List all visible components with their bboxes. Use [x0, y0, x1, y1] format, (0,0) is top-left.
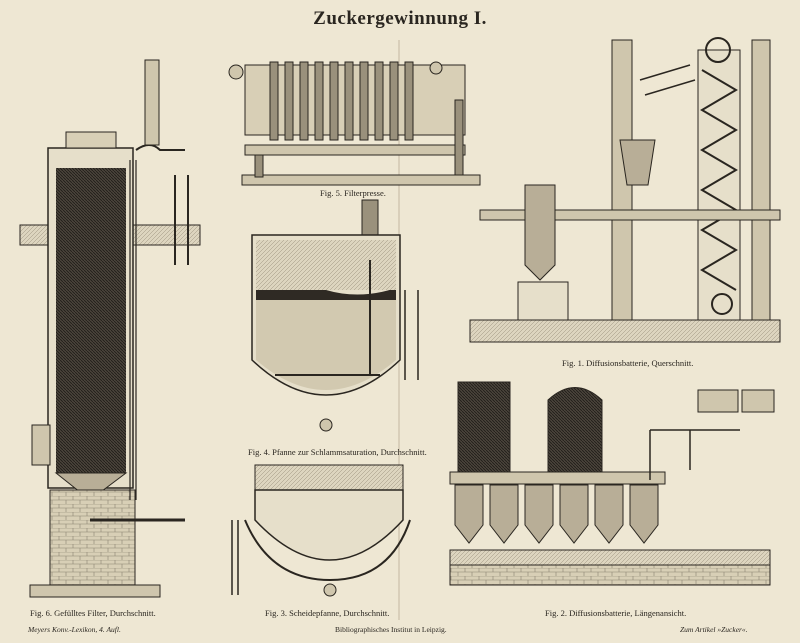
- footer-center: Bibliographisches Institut in Leipzig.: [335, 625, 447, 634]
- fig3-pan-drawing: [231, 464, 411, 597]
- caption-fig1: Fig. 1. Diffusionsbatterie, Querschnitt.: [562, 358, 694, 368]
- fig6-filter-drawing: [19, 59, 201, 598]
- caption-fig6: Fig. 6. Gefülltes Filter, Durchschnitt.: [30, 608, 156, 618]
- footer-left: Meyers Konv.-Lexikon, 4. Aufl.: [28, 625, 121, 634]
- caption-fig3: Fig. 3. Scheidepfanne, Durchschnitt.: [265, 608, 390, 618]
- fig2-diffusion-drawing: [449, 381, 775, 586]
- page-title: Zuckergewinnung I.: [313, 8, 487, 29]
- caption-fig4: Fig. 4. Pfanne zur Schlammsaturation, Du…: [248, 447, 427, 457]
- caption-fig2: Fig. 2. Diffusionsbatterie, Längenansich…: [545, 608, 687, 618]
- caption-fig5: Fig. 5. Filterpresse.: [320, 188, 386, 198]
- footer-right: Zum Artikel »Zucker«.: [680, 625, 748, 634]
- fig5-filterpress-drawing: [228, 61, 481, 186]
- fig1-diffusion-drawing: [469, 37, 781, 343]
- fig4-pan-drawing: [251, 199, 419, 432]
